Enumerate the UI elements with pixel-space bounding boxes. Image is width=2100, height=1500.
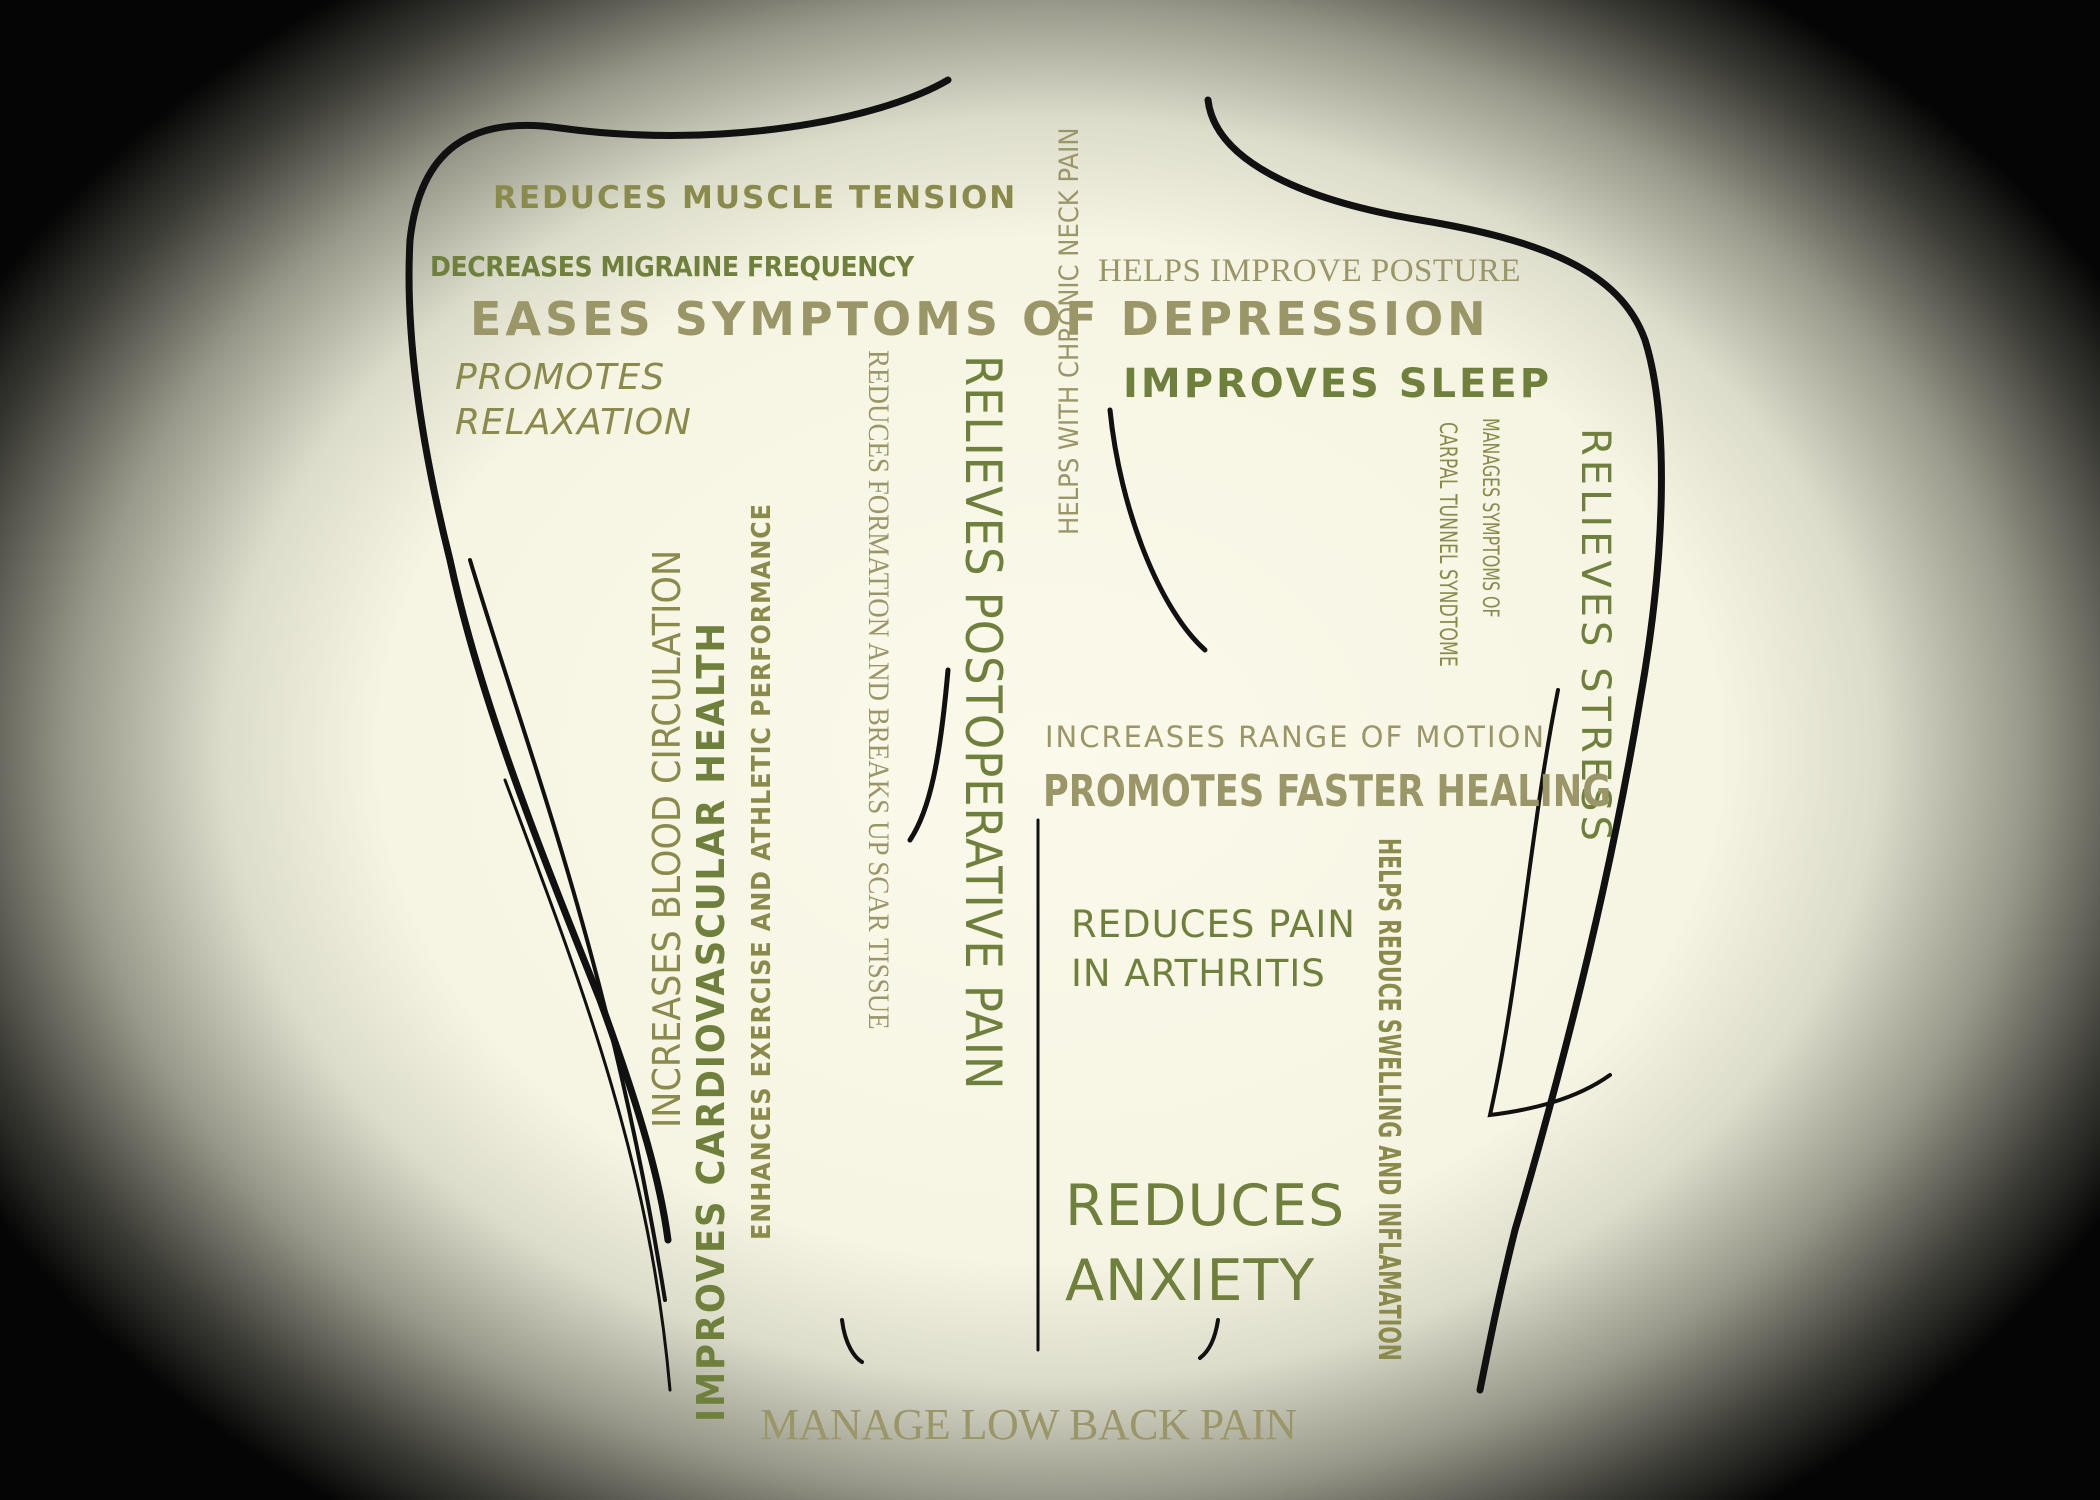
benefit-in-arthritis: IN ARTHRITIS [1071, 952, 1326, 995]
benefit-carpal-tunnel-syndtome: CARPAL TUNNEL SYNDTOME [1434, 422, 1462, 667]
benefit-anxiety: ANXIETY [1065, 1248, 1316, 1314]
benefit-increases-range-of-motion: INCREASES RANGE OF MOTION [1045, 720, 1547, 754]
benefit-manages-symptoms-of: MANAGES SYMPTOMS OF [1477, 418, 1502, 618]
benefit-reduces-pain: REDUCES PAIN [1071, 903, 1356, 946]
benefit-helps-reduce-swelling-and-inflamation: HELPS REDUCE SWELLING AND INFLAMATION [1371, 838, 1406, 1361]
right-shoulder-blade-line [1107, 407, 1208, 653]
benefit-relieves-postoperative-pain: RELIEVES POSTOPERATIVE PAIN [954, 355, 1012, 1091]
benefit-reduces: REDUCES [1065, 1173, 1346, 1239]
right-arm-inner-line [1487, 688, 1612, 1118]
benefit-increases-blood-circulation: INCREASES BLOOD CIRCULATION [645, 549, 689, 1128]
benefit-reduces-formation-and-breaks-up-scar-tissue: REDUCES FORMATION AND BREAKS UP SCAR TIS… [862, 350, 895, 1030]
left-shoulder-outline [405, 76, 952, 1244]
lower-left-mark [840, 1318, 864, 1364]
benefit-helps-improve-posture: HELPS IMPROVE POSTURE [1098, 253, 1522, 289]
benefit-relaxation: RELAXATION [455, 402, 692, 443]
left-blade-curve [907, 667, 951, 843]
benefit-eases-symptoms-of-depression: EASES SYMPTOMS OF DEPRESSION [470, 292, 1490, 346]
benefit-decreases-migraine-frequency: DECREASES MIGRAINE FREQUENCY [430, 250, 914, 283]
left-back-line [503, 778, 672, 1392]
benefit-manage-low-back-pain: MANAGE LOW BACK PAIN [760, 1400, 1297, 1449]
benefit-promotes-faster-healing: PROMOTES FASTER HEALING [1043, 766, 1612, 817]
benefit-improves-cardiovascular-health: IMPROVES CARDIOVASCULAR HEALTH [689, 621, 733, 1422]
lower-right-mark [1198, 1318, 1220, 1360]
left-arm-inner-line [468, 558, 667, 1302]
benefit-helps-with-chronic-neck-pain: HELPS WITH CHRONIC NECK PAIN [1054, 127, 1085, 536]
benefit-reduces-muscle-tension: REDUCES MUSCLE TENSION [493, 180, 1018, 216]
benefit-promotes: PROMOTES [455, 357, 666, 398]
right-neck-outline [1204, 96, 1665, 1394]
benefit-enhances-exercise-and-athletic-performance: ENHANCES EXERCISE AND ATHLETIC PERFORMAN… [747, 503, 777, 1240]
benefit-improves-sleep: IMPROVES SLEEP [1123, 361, 1553, 407]
